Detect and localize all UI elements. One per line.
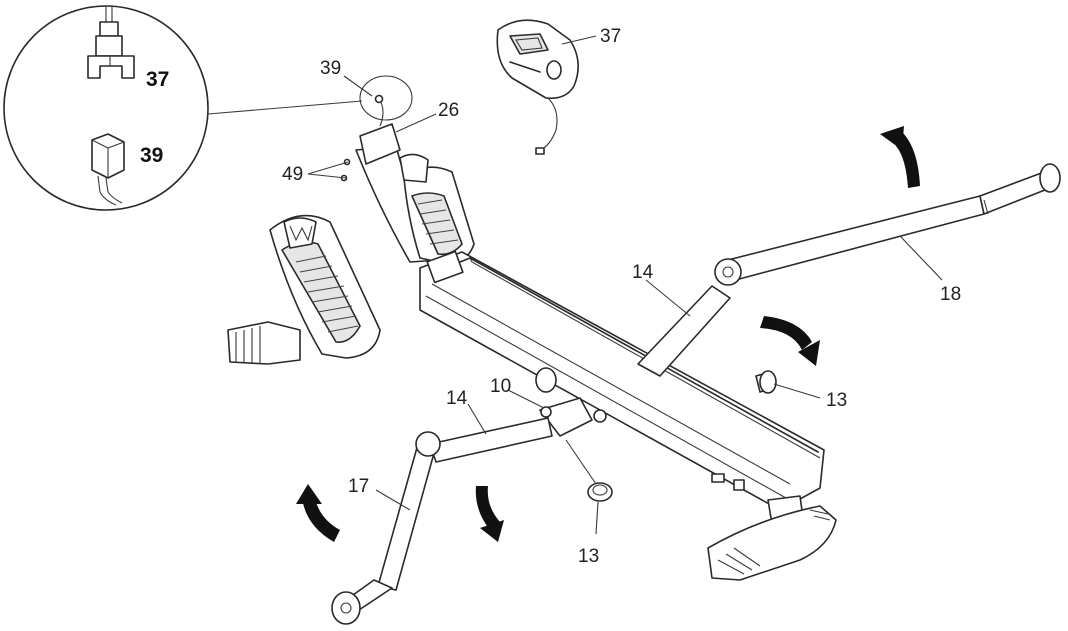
- right-handle-18: [714, 163, 1061, 286]
- connector-highlight-ellipse: [359, 75, 413, 121]
- inset-leader-line: [207, 100, 363, 115]
- callout-13-right: 13: [826, 390, 847, 411]
- left-handle-17: [331, 431, 441, 625]
- rear-stabilizer: [707, 495, 837, 581]
- right-foot-pedal: [399, 153, 475, 265]
- rotation-arrow-top-right-icon: [880, 126, 920, 188]
- monitor-bracket-26: [359, 123, 401, 165]
- callout-39: 39: [320, 58, 341, 79]
- rotation-arrow-center-icon: [475, 486, 504, 542]
- callout-49: 49: [282, 164, 303, 185]
- connector-detail-inset: 37 39: [3, 5, 363, 211]
- callout-17: 17: [348, 476, 369, 497]
- front-stabilizer-cap: [227, 321, 301, 365]
- main-rail: [419, 250, 825, 511]
- console-monitor-icon: [496, 19, 579, 155]
- knob-13-right: [755, 370, 777, 394]
- pivot-bracket-10: [535, 367, 607, 437]
- inset-label-39: 39: [140, 144, 163, 167]
- callout-37: 37: [600, 26, 621, 47]
- knob-13-bottom: [587, 482, 613, 502]
- left-foot-pedal: [269, 214, 381, 359]
- callout-26: 26: [438, 100, 459, 121]
- rotation-arrow-right-icon: [760, 316, 820, 366]
- plug-connector-37-icon: [87, 21, 135, 79]
- callout-13-bottom: 13: [578, 546, 599, 567]
- plug-connector-39-icon: [91, 133, 125, 206]
- left-arm-14: [429, 417, 553, 463]
- callout-10: 10: [490, 376, 511, 397]
- callout-14-left: 14: [446, 388, 468, 409]
- leader-lines: [307, 35, 943, 535]
- callout-14-right: 14: [632, 262, 654, 283]
- callout-18: 18: [940, 284, 961, 305]
- inset-label-37: 37: [146, 68, 169, 91]
- rotation-arrow-left-icon: [296, 484, 340, 542]
- right-arm-14: [637, 285, 731, 377]
